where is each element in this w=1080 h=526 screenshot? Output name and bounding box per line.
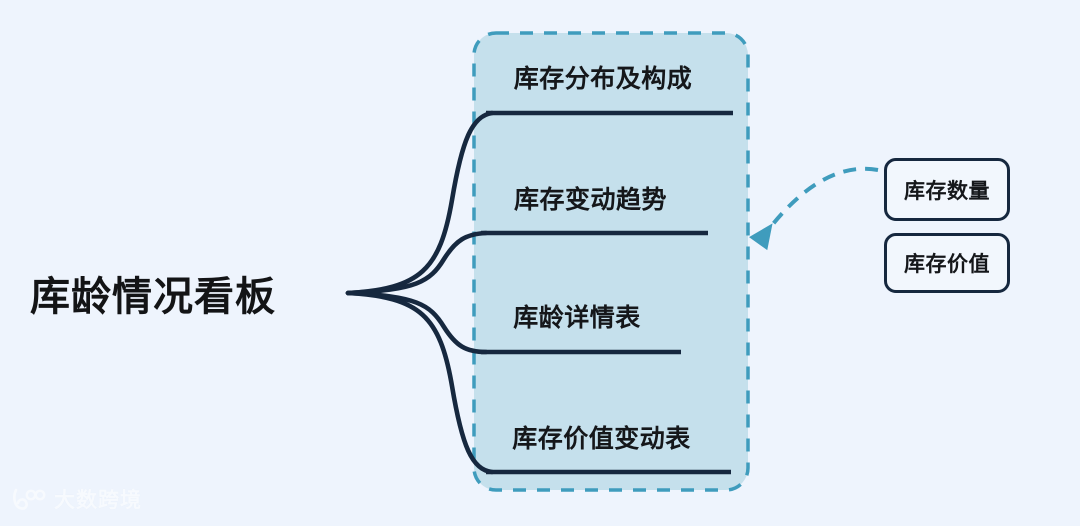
- watermark: 大数跨境: [12, 484, 142, 514]
- annotation-box-inventory-value[interactable]: 库存价值: [884, 233, 1010, 293]
- annotation-box-label-1: 库存数量: [904, 179, 990, 203]
- branch-label-1: 库存分布及构成: [513, 65, 693, 93]
- brand-logo-icon: [13, 488, 46, 510]
- branch-curve-2: [345, 230, 489, 296]
- branch-node-inventory-trend[interactable]: 库存变动趋势: [473, 180, 708, 216]
- branch-node-age-detail-table[interactable]: 库龄详情表: [473, 298, 681, 334]
- branch-label-4: 库存价值变动表: [512, 425, 691, 453]
- root-node[interactable]: 库龄情况看板: [30, 262, 320, 324]
- annotation-box-inventory-quantity[interactable]: 库存数量: [884, 158, 1010, 221]
- branch-label-2: 库存变动趋势: [513, 186, 667, 214]
- annotation-box-label-2: 库存价值: [904, 253, 990, 276]
- watermark-text: 大数跨境: [54, 489, 142, 512]
- root-node-label: 库龄情况看板: [30, 275, 276, 319]
- branch-label-3: 库龄详情表: [513, 304, 641, 332]
- branch-node-inventory-distribution[interactable]: 库存分布及构成: [473, 59, 733, 95]
- branch-curve-3: [345, 290, 489, 355]
- branch-curve-4: [345, 290, 495, 475]
- branch-curve-1: [345, 110, 495, 296]
- branch-node-value-change-table[interactable]: 库存价值变动表: [473, 419, 730, 455]
- dashed-annotation-arrow: [749, 166, 879, 251]
